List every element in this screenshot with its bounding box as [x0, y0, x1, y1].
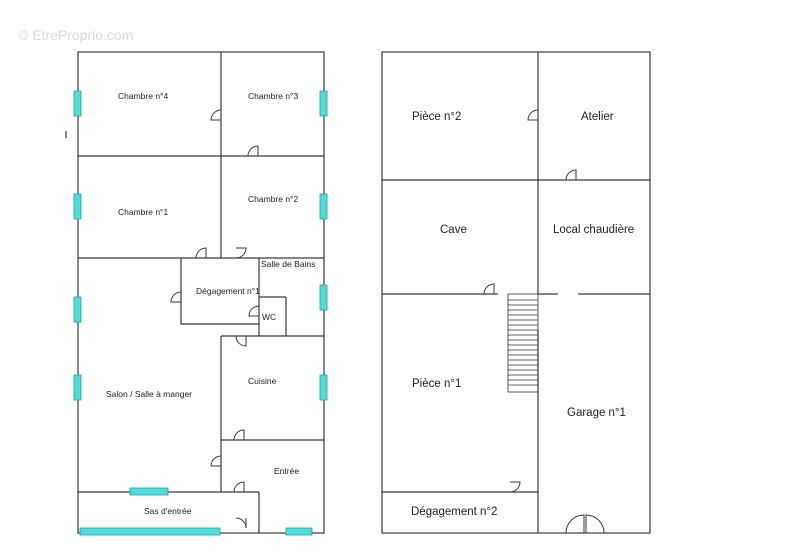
window: [285, 527, 313, 536]
window: [73, 374, 82, 401]
door-wc: [248, 305, 260, 317]
window: [73, 193, 82, 220]
garage-door-left: [565, 514, 585, 534]
window: [319, 90, 328, 117]
door-local: [565, 169, 577, 181]
room-label-entree: Entrée: [274, 466, 299, 476]
room-label-cave: Cave: [440, 224, 467, 236]
room-label-local-chaudiere: Local chaudière: [553, 224, 634, 236]
left-floor-plan: Chambre n°4 Chambre n°3 Chambre n°1 Cham…: [65, 51, 328, 536]
door-degagement2: [509, 481, 521, 493]
room-label-wc: WC: [262, 312, 276, 322]
window: [73, 296, 82, 323]
door-entree: [210, 455, 222, 467]
window: [73, 90, 82, 117]
room-label-chambre1: Chambre n°1: [118, 207, 168, 217]
room-label-sas: Sas d'entrée: [144, 506, 192, 516]
door-cave: [483, 283, 495, 295]
door-sas: [233, 481, 245, 493]
window: [79, 527, 221, 536]
door-salon: [170, 291, 182, 303]
right-outer-wall: [381, 51, 651, 534]
door-chambre1: [195, 247, 207, 259]
door-chambre3: [210, 109, 222, 121]
room-label-piece2: Pièce n°2: [412, 111, 461, 123]
window: [129, 487, 169, 496]
staircase: [507, 293, 539, 393]
right-floor-plan: Pièce n°2 Atelier Cave Local chaudière P…: [381, 51, 651, 534]
garage-door-right: [585, 514, 605, 534]
door-piece2: [527, 109, 539, 121]
room-label-garage1: Garage n°1: [567, 407, 626, 419]
room-label-degagement2: Dégagement n°2: [411, 506, 497, 518]
room-label-salle-de-bains: Salle de Bains: [261, 259, 315, 269]
room-label-chambre4: Chambre n°4: [118, 91, 168, 101]
room-label-salon: Salon / Salle à manger: [106, 389, 192, 399]
window: [319, 374, 328, 401]
room-label-chambre2: Chambre n°2: [248, 194, 298, 204]
room-label-chambre3: Chambre n°3: [248, 91, 298, 101]
door-cuisine: [233, 429, 245, 441]
room-label-cuisine: Cuisine: [248, 376, 277, 386]
room-label-degagement1: Dégagement n°1: [196, 286, 260, 296]
room-label-atelier: Atelier: [581, 111, 614, 123]
window: [319, 284, 328, 311]
room-label-piece1: Pièce n°1: [412, 378, 461, 390]
door-sas-entree: [235, 517, 247, 529]
window: [319, 193, 328, 220]
door-sdb: [235, 247, 247, 259]
door-chambre2: [247, 145, 259, 157]
door-cuisine-deg: [235, 335, 247, 347]
watermark: © EtreProprio.com: [18, 27, 133, 43]
